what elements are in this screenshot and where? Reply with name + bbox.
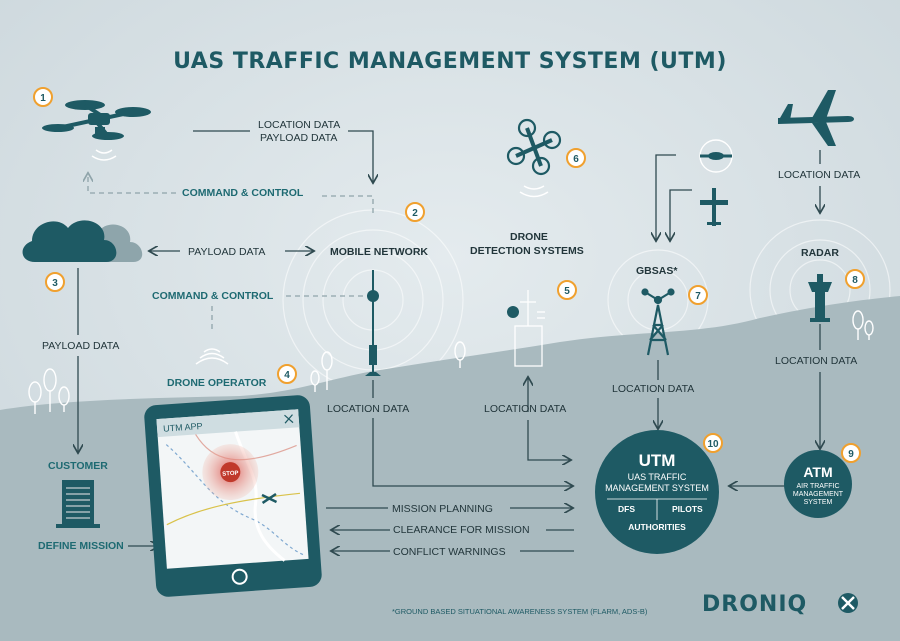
number-badge-10: 10 (703, 433, 723, 453)
label-command-control-top: COMMAND & CONTROL (182, 187, 304, 199)
label-location-data-top: LOCATION DATA (258, 119, 340, 131)
utm-system-node: UTM UAS TRAFFIC MANAGEMENT SYSTEM DFS PI… (595, 430, 719, 554)
label-payload-data-left: PAYLOAD DATA (42, 340, 119, 352)
utm-pilots: PILOTS (672, 504, 703, 514)
drone-marker-icon (261, 492, 278, 504)
svg-text:7: 7 (695, 291, 701, 302)
mobile-network-antenna-icon (365, 270, 381, 376)
atm-title: ATM (803, 464, 832, 480)
gyrocopter-icon (699, 139, 733, 173)
label-define-mission: DEFINE MISSION (38, 540, 124, 552)
number-badge-4: 4 (277, 364, 297, 384)
stop-zone-icon (220, 462, 241, 483)
svg-text:8: 8 (852, 275, 858, 286)
footnote: *GROUND BASED SITUATIONAL AWARENESS SYST… (392, 607, 648, 616)
office-building-icon (56, 480, 100, 528)
label-customer: CUSTOMER (48, 460, 108, 472)
drone-small-icon (284, 414, 294, 424)
small-plane-icon (700, 188, 728, 226)
signal-waves-icon (519, 185, 549, 198)
label-mobile-network: MOBILE NETWORK (330, 246, 428, 258)
utm-authorities: AUTHORITIES (628, 522, 686, 532)
svg-text:2: 2 (412, 208, 418, 219)
atm-system-node: ATM AIR TRAFFIC MANAGEMENT SYSTEM (784, 450, 852, 518)
atm-subtitle-3: SYSTEM (804, 499, 833, 506)
cloud-icon (22, 220, 143, 262)
label-drone-detection-1: DRONE (510, 231, 548, 243)
number-badge-2: 2 (405, 202, 425, 222)
label-radar: RADAR (801, 247, 839, 259)
label-location-data-detection: LOCATION DATA (484, 403, 566, 415)
svg-text:5: 5 (564, 286, 570, 297)
svg-text:3: 3 (52, 278, 58, 289)
utm-dfs: DFS (618, 504, 635, 514)
quadcopter-drone-icon (42, 100, 151, 140)
page-title: UAS TRAFFIC MANAGEMENT SYSTEM (UTM) (173, 49, 727, 74)
number-badge-9: 9 (841, 443, 861, 463)
tablet-home-button[interactable] (231, 568, 248, 585)
gbsas-tower-icon (641, 288, 675, 356)
label-drone-operator: DRONE OPERATOR (167, 377, 267, 389)
label-location-data-radar: LOCATION DATA (775, 355, 857, 367)
utm-subtitle-1: UAS TRAFFIC (628, 472, 687, 482)
detection-station-icon (507, 290, 545, 367)
label-mission-planning: MISSION PLANNING (392, 503, 493, 515)
number-badge-1: 1 (33, 87, 53, 107)
utm-title: UTM (639, 451, 676, 470)
tablet-utm-app[interactable]: UTM APP STOP (144, 394, 323, 597)
detection-drone-icon (506, 118, 562, 176)
svg-text:6: 6 (573, 154, 579, 165)
svg-text:4: 4 (284, 370, 290, 381)
label-conflict: CONFLICT WARNINGS (393, 546, 506, 558)
label-location-data-network: LOCATION DATA (327, 403, 409, 415)
label-location-data-gbsas: LOCATION DATA (612, 383, 694, 395)
label-command-control-mid: COMMAND & CONTROL (152, 290, 274, 302)
radar-tower-icon (808, 274, 832, 322)
number-badge-3: 3 (45, 272, 65, 292)
utm-subtitle-2: MANAGEMENT SYSTEM (605, 483, 709, 493)
droniq-logo: DRONIQ (702, 592, 807, 617)
app-title: UTM APP (163, 421, 203, 434)
atm-subtitle-2: MANAGEMENT (793, 491, 844, 498)
airplane-icon (778, 90, 854, 146)
atm-subtitle-1: AIR TRAFFIC (796, 483, 839, 490)
number-badge-5: 5 (557, 280, 577, 300)
droniq-logo-icon (838, 593, 858, 613)
label-clearance: CLEARANCE FOR MISSION (393, 524, 530, 536)
svg-text:1: 1 (40, 93, 46, 104)
tree-icon (28, 310, 874, 414)
stop-label: STOP (222, 471, 239, 478)
svg-text:10: 10 (707, 439, 719, 450)
label-payload-data-top: PAYLOAD DATA (260, 132, 337, 144)
label-payload-data-mid: PAYLOAD DATA (188, 246, 265, 258)
svg-text:9: 9 (848, 449, 854, 460)
label-drone-detection-2: DETECTION SYSTEMS (470, 245, 584, 257)
number-badge-7: 7 (688, 285, 708, 305)
signal-waves-icon (195, 348, 229, 365)
signal-waves-icon (91, 149, 117, 161)
number-badge-6: 6 (566, 148, 586, 168)
label-gbsas: GBSAS* (636, 265, 678, 277)
number-badge-8: 8 (845, 269, 865, 289)
label-location-data-plane: LOCATION DATA (778, 169, 860, 181)
